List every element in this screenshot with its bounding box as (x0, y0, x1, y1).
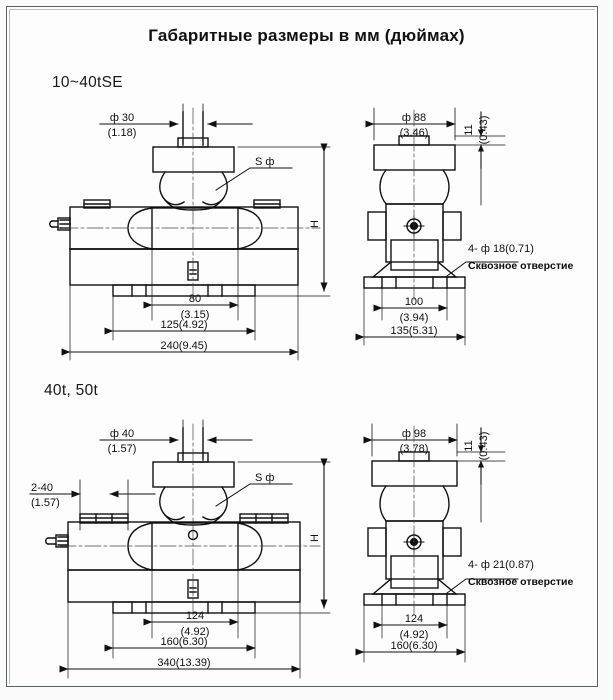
s1-side-dim-inner-inch: (3.94) (400, 312, 429, 324)
s2-side-dimensions (355, 423, 519, 663)
s2-front-side-callout: 2-40 (31, 482, 53, 494)
s2-front-ball-callout: S ф (255, 472, 274, 484)
s1-front-centerlines (61, 107, 321, 301)
section-label-1: 10~40tSE (52, 74, 123, 91)
s2-side-plate-thk: 11 (463, 440, 475, 451)
s1-front-top-dia-inch: (1.18) (108, 127, 137, 139)
s1-side-top-dia: ф 88 (402, 112, 426, 124)
s2-side-plate-thk-inch: (0.43) (478, 432, 490, 461)
s1-side-hole-note: Сквозное отверстие (468, 260, 573, 272)
s1-front-ball-callout: S ф (255, 156, 274, 168)
s2-front-top-dia-inch: (1.57) (108, 443, 137, 455)
s2-front-view (45, 427, 301, 614)
s1-front-dim-inner: 80 (189, 293, 201, 305)
s2-side-top-dia: ф 98 (402, 428, 426, 440)
s2-front-dim-inner: 124 (186, 610, 204, 622)
s2-side-dim-inner-inch: (4.92) (400, 629, 429, 641)
s2-side-top-dia-inch: (3.78) (400, 443, 429, 455)
s1-front-view (49, 111, 299, 297)
page-title: Габаритные размеры в мм (дюймах) (148, 26, 465, 45)
s2-front-centerlines (59, 423, 321, 619)
s2-side-hole-callout: 4- ф 21(0.87) (468, 559, 534, 571)
section-label-2: 40t, 50t (44, 382, 99, 399)
s2-side-dim-outer: 160(6.30) (390, 640, 437, 652)
s1-side-plate-thk-inch: (0.43) (478, 116, 490, 145)
s2-front-side-callout-inch: (1.57) (31, 497, 60, 509)
s1-front-dimensions (61, 103, 331, 361)
s2-front-dim-inner-inch: (4.92) (181, 626, 210, 638)
s1-side-dim-outer: 135(5.31) (390, 325, 437, 337)
s1-front-dim-mid: 125(4.92) (160, 319, 207, 331)
s2-front-top-dia: ф 40 (110, 428, 134, 440)
page-frame (6, 6, 598, 687)
s1-side-plate-thk: 11 (463, 124, 475, 135)
s1-side-view (363, 135, 466, 289)
s1-front-dim-outer: 240(9.45) (160, 340, 207, 352)
s1-front-height-symbol: H (309, 220, 321, 228)
s2-side-dim-inner: 124 (405, 613, 423, 625)
s1-side-top-dia-inch: (3.46) (400, 127, 429, 139)
s2-side-view (363, 451, 466, 606)
s1-front-dim-inner-inch: (3.15) (181, 309, 210, 321)
s1-side-dim-inner: 100 (405, 296, 423, 308)
s2-side-hole-note: Сквозное отверстие (468, 576, 573, 588)
drawing-text-labels: ф 30 (1.18) S ф H 80 (3.15) 125(4.92) 24… (31, 112, 573, 669)
s1-front-top-dia: ф 30 (110, 112, 134, 124)
s2-front-dimensions (29, 419, 331, 679)
s2-front-dim-mid: 160(6.30) (160, 636, 207, 648)
s2-front-height-symbol: H (309, 534, 321, 542)
s1-side-dimensions (355, 107, 519, 346)
s1-side-hole-callout: 4- ф 18(0.71) (468, 243, 534, 255)
s2-front-dim-outer: 340(13.39) (157, 657, 210, 669)
